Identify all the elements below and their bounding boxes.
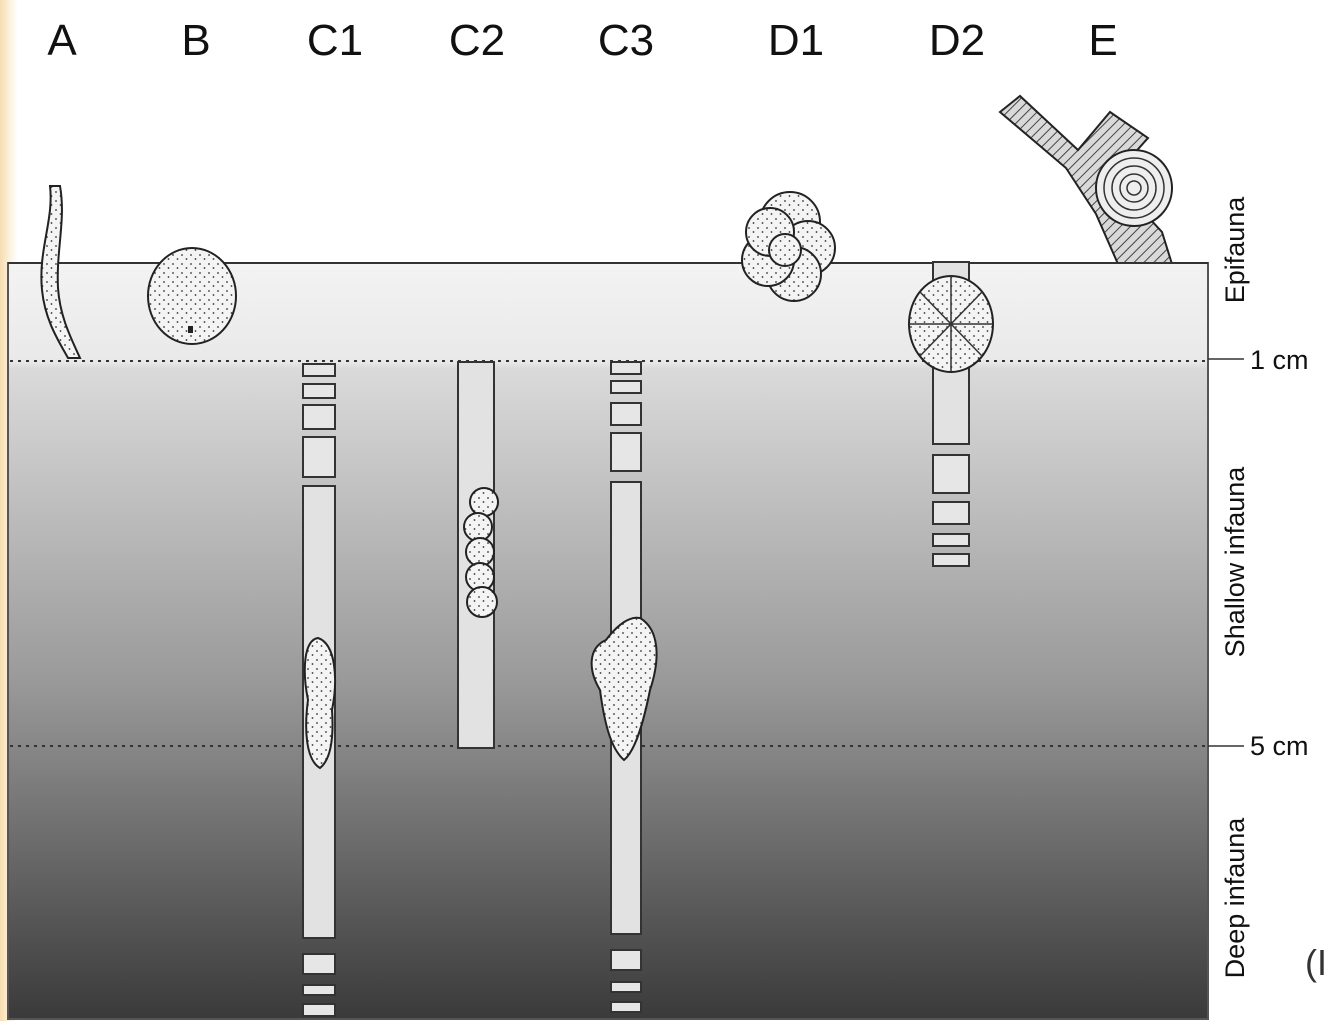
taxon-c1-burrow (303, 364, 335, 1016)
depth-label-1cm: 1 cm (1250, 345, 1309, 375)
cropped-corner-text: (I (1305, 942, 1325, 983)
column-label-c1: C1 (307, 16, 363, 65)
column-label-d1: D1 (768, 16, 824, 65)
zone-label-epifauna: Epifauna (1220, 196, 1250, 304)
taxon-b-ovoid (148, 248, 236, 344)
column-label-b: B (181, 16, 210, 65)
coiled-test-shell (1096, 150, 1172, 226)
column-label-e: E (1088, 16, 1117, 65)
zone-label-deep-infauna: Deep infauna (1220, 817, 1250, 979)
column-label-c2: C2 (449, 16, 505, 65)
taxon-e-attached (1000, 96, 1172, 264)
column-label-c3: C3 (598, 16, 654, 65)
depth-label-5cm: 5 cm (1250, 731, 1309, 761)
column-labels: A B C1 C2 C3 D1 D2 E (47, 16, 1117, 65)
zone-label-shallow-infauna: Shallow infauna (1220, 466, 1250, 658)
taxon-c2-burrow (458, 362, 498, 748)
column-label-d2: D2 (929, 16, 985, 65)
column-label-a: A (47, 16, 77, 65)
